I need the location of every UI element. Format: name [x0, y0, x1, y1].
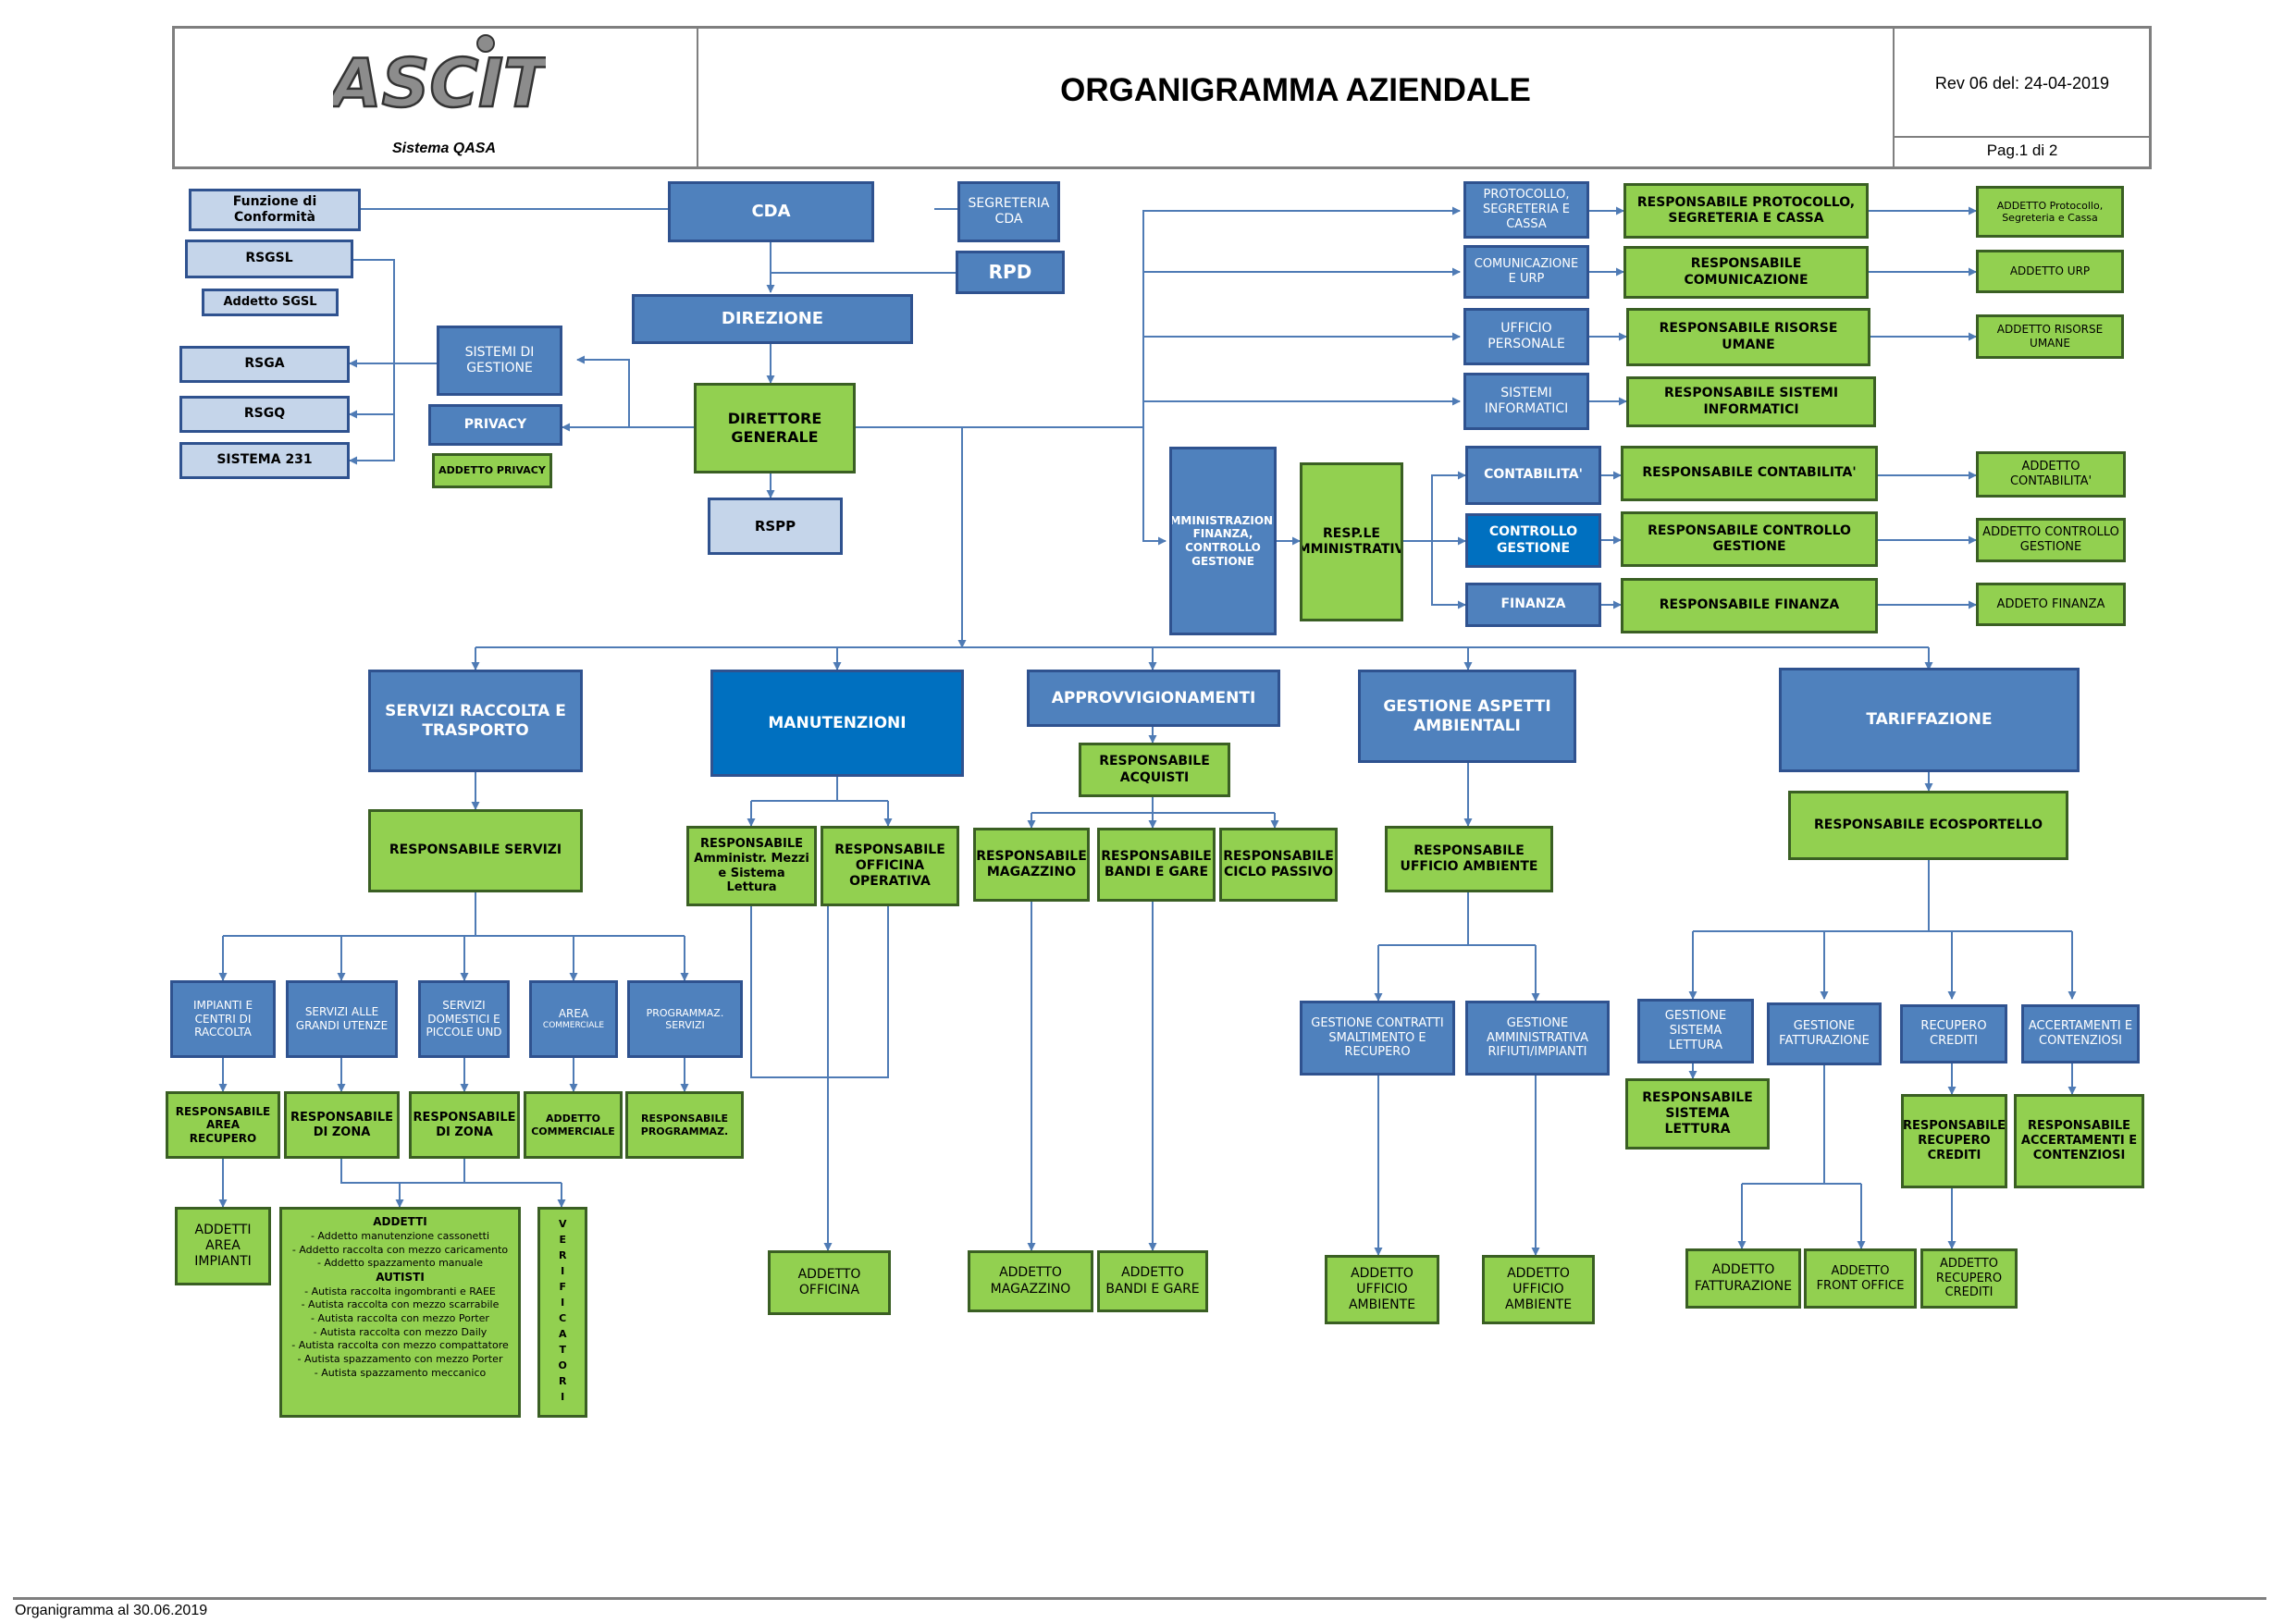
header-divider-2	[1893, 28, 1895, 167]
addetto-recupero-crediti-box: ADDETTO RECUPERO CREDITI	[1920, 1248, 2018, 1309]
addetto-magazzino-box: ADDETTO MAGAZZINO	[968, 1250, 1093, 1312]
addetto-protocollo-box: ADDETTO Protocollo, Segreteria e Cassa	[1976, 186, 2124, 238]
gestione-fatturazione-box: GESTIONE FATTURAZIONE	[1767, 1002, 1882, 1065]
resp-bandi-box: RESPONSABILE BANDI E GARE	[1097, 828, 1216, 902]
addetto-risorse-umane-box: ADDETTO RISORSE UMANE	[1976, 314, 2124, 359]
resp-di-zona-1-box: RESPONSABILE DI ZONA	[284, 1091, 400, 1159]
sistemi-gestione-box: SISTEMI DI GESTIONE	[437, 326, 562, 396]
contabilita-box: CONTABILITA'	[1465, 446, 1601, 505]
accertamenti-box: ACCERTAMENTI E CONTENZIOSI	[2021, 1004, 2140, 1064]
funzione-conformita-box: Funzione di Conformità	[189, 189, 361, 231]
servizi-raccolta-box: SERVIZI RACCOLTA E TRASPORTO	[368, 670, 583, 772]
rpd-box: RPD	[956, 251, 1065, 294]
resp-amministrativo-box: RESP.LE AMMINISTRATIVO	[1300, 462, 1403, 621]
addetto-ufficio-ambiente-1-box: ADDETTO UFFICIO AMBIENTE	[1325, 1255, 1439, 1324]
resp-acquisti-box: RESPONSABILE ACQUISTI	[1079, 743, 1230, 797]
footer-text: Organigramma al 30.06.2019	[15, 1603, 208, 1618]
page-number: Pag.1 di 2	[1986, 141, 2058, 159]
recupero-crediti-box: RECUPERO CREDITI	[1900, 1004, 2007, 1064]
resp-officina-box: RESPONSABILE OFFICINA OPERATIVA	[821, 826, 959, 906]
cda-box: CDA	[668, 181, 874, 242]
servizi-domestici-box: SERVIZI DOMESTICI E PICCOLE UND	[418, 980, 510, 1058]
controllo-gestione-box: CONTROLLO GESTIONE	[1465, 513, 1601, 568]
verificatori-box: VERIFICATORI	[537, 1207, 587, 1418]
resp-area-recupero-box: RESPONSABILE AREA RECUPERO	[166, 1091, 280, 1159]
sistemi-informatici-box: SISTEMI INFORMATICI	[1463, 373, 1589, 430]
addetto-front-office-box: ADDETTO FRONT OFFICE	[1804, 1248, 1917, 1309]
resp-risorse-umane-box: RESPONSABILE RISORSE UMANE	[1626, 308, 1870, 366]
finanza-box: FINANZA	[1465, 583, 1601, 627]
resp-ufficio-ambiente-box: RESPONSABILE UFFICIO AMBIENTE	[1385, 826, 1553, 892]
resp-controllo-gestione-box: RESPONSABILE CONTROLLO GESTIONE	[1621, 511, 1878, 567]
ufficio-personale-box: UFFICIO PERSONALE	[1463, 308, 1589, 365]
addetto-privacy-box: ADDETTO PRIVACY	[432, 453, 552, 488]
programmaz-servizi-box: PROGRAMMAZ. SERVIZI	[627, 980, 743, 1058]
gestione-amministrativa-box: GESTIONE AMMINISTRATIVA RIFIUTI/IMPIANTI	[1465, 1001, 1610, 1076]
resp-sistema-lettura-box: RESPONSABILE SISTEMA LETTURA	[1625, 1078, 1770, 1150]
gestione-aspetti-ambientali-box: GESTIONE ASPETTI AMBIENTALI	[1358, 670, 1576, 763]
segreteria-cda-box: SEGRETERIA CDA	[957, 181, 1060, 242]
gestione-contratti-box: GESTIONE CONTRATTI SMALTIMENTO E RECUPER…	[1300, 1001, 1455, 1076]
gestione-sistema-lettura-box: GESTIONE SISTEMA LETTURA	[1637, 999, 1754, 1064]
addetto-bandi-box: ADDETTO BANDI E GARE	[1097, 1250, 1208, 1312]
addetto-fatturazione-box: ADDETTO FATTURAZIONE	[1685, 1248, 1801, 1309]
tariffazione-box: TARIFFAZIONE	[1779, 668, 2080, 772]
impianti-box: IMPIANTI E CENTRI DI RACCOLTA	[170, 980, 276, 1058]
addetti-list-box: ADDETTI - Addetto manutenzione cassonett…	[279, 1207, 521, 1418]
resp-di-zona-2-box: RESPONSABILE DI ZONA	[409, 1091, 520, 1159]
resp-magazzino-box: RESPONSABILE MAGAZZINO	[973, 828, 1090, 902]
company-logo: ASCIT	[325, 32, 554, 134]
resp-amministr-mezzi-box: RESPONSABILE Amministr. Mezzi e Sistema …	[686, 826, 817, 906]
addetto-finanza-box: ADDETO FINANZA	[1976, 583, 2126, 626]
revision-label: Rev 06 del: 24-04-2019	[1934, 74, 2110, 92]
footer-rule	[13, 1597, 2266, 1600]
page-title: ORGANIGRAMMA AZIENDALE	[1060, 72, 1531, 108]
manutenzioni-box: MANUTENZIONI	[710, 670, 964, 777]
header-divider-1	[697, 28, 698, 167]
resp-protocollo-box: RESPONSABILE PROTOCOLLO, SEGRETERIA E CA…	[1623, 183, 1869, 239]
direttore-generale-box: DIRETTORE GENERALE	[694, 383, 856, 473]
rspp-box: RSPP	[708, 498, 843, 555]
privacy-box: PRIVACY	[428, 404, 562, 446]
header-divider-3	[1893, 136, 2150, 138]
approvvigionamenti-box: APPROVVIGIONAMENTI	[1027, 670, 1280, 727]
addetto-ufficio-ambiente-2-box: ADDETTO UFFICIO AMBIENTE	[1482, 1255, 1595, 1324]
svg-text:ASCIT: ASCIT	[333, 44, 546, 122]
addetto-commerciale-box: ADDETTO COMMERCIALE	[524, 1091, 623, 1159]
resp-programmaz-box: RESPONSABILE PROGRAMMAZ.	[625, 1091, 744, 1159]
resp-servizi-box: RESPONSABILE SERVIZI	[368, 809, 583, 892]
header-frame	[172, 26, 2152, 169]
rsga-box: RSGA	[179, 346, 350, 383]
addetto-urp-box: ADDETTO URP	[1976, 250, 2124, 293]
addetto-contabilita-box: ADDETTO CONTABILITA'	[1976, 451, 2126, 498]
resp-sistemi-informatici-box: RESPONSABILE SISTEMI INFORMATICI	[1626, 376, 1876, 427]
resp-recupero-crediti-box: RESPONSABILE RECUPERO CREDITI	[1901, 1094, 2007, 1188]
protocollo-box: PROTOCOLLO, SEGRETERIA E CASSA	[1463, 181, 1589, 239]
resp-comunicazione-box: RESPONSABILE COMUNICAZIONE	[1623, 246, 1869, 299]
resp-finanza-box: RESPONSABILE FINANZA	[1621, 578, 1878, 633]
grandi-utenze-box: SERVIZI ALLE GRANDI UTENZE	[286, 980, 398, 1058]
sistema-231-box: SISTEMA 231	[179, 442, 350, 479]
resp-ecosportello-box: RESPONSABILE ECOSPORTELLO	[1788, 791, 2068, 860]
addetto-controllo-gestione-box: ADDETTO CONTROLLO GESTIONE	[1976, 518, 2126, 562]
addetto-officina-box: ADDETTO OFFICINA	[768, 1250, 891, 1315]
resp-accertamenti-box: RESPONSABILE ACCERTAMENTI E CONTENZIOSI	[2014, 1094, 2144, 1188]
rsgsl-box: RSGSL	[185, 240, 353, 278]
addetto-sgsl-box: Addetto SGSL	[202, 289, 339, 316]
amministrazione-box: AMMINISTRAZIONE, FINANZA, CONTROLLO GEST…	[1169, 447, 1277, 635]
direzione-box: DIREZIONE	[632, 294, 913, 344]
comunicazione-box: COMUNICAZIONE E URP	[1463, 245, 1589, 299]
resp-ciclo-passivo-box: RESPONSABILE CICLO PASSIVO	[1219, 828, 1338, 902]
rsgq-box: RSGQ	[179, 396, 350, 433]
resp-contabilita-box: RESPONSABILE CONTABILITA'	[1621, 446, 1878, 501]
addetti-area-impianti-box: ADDETTI AREA IMPIANTI	[175, 1207, 271, 1285]
logo-subtitle: Sistema QASA	[391, 141, 497, 156]
